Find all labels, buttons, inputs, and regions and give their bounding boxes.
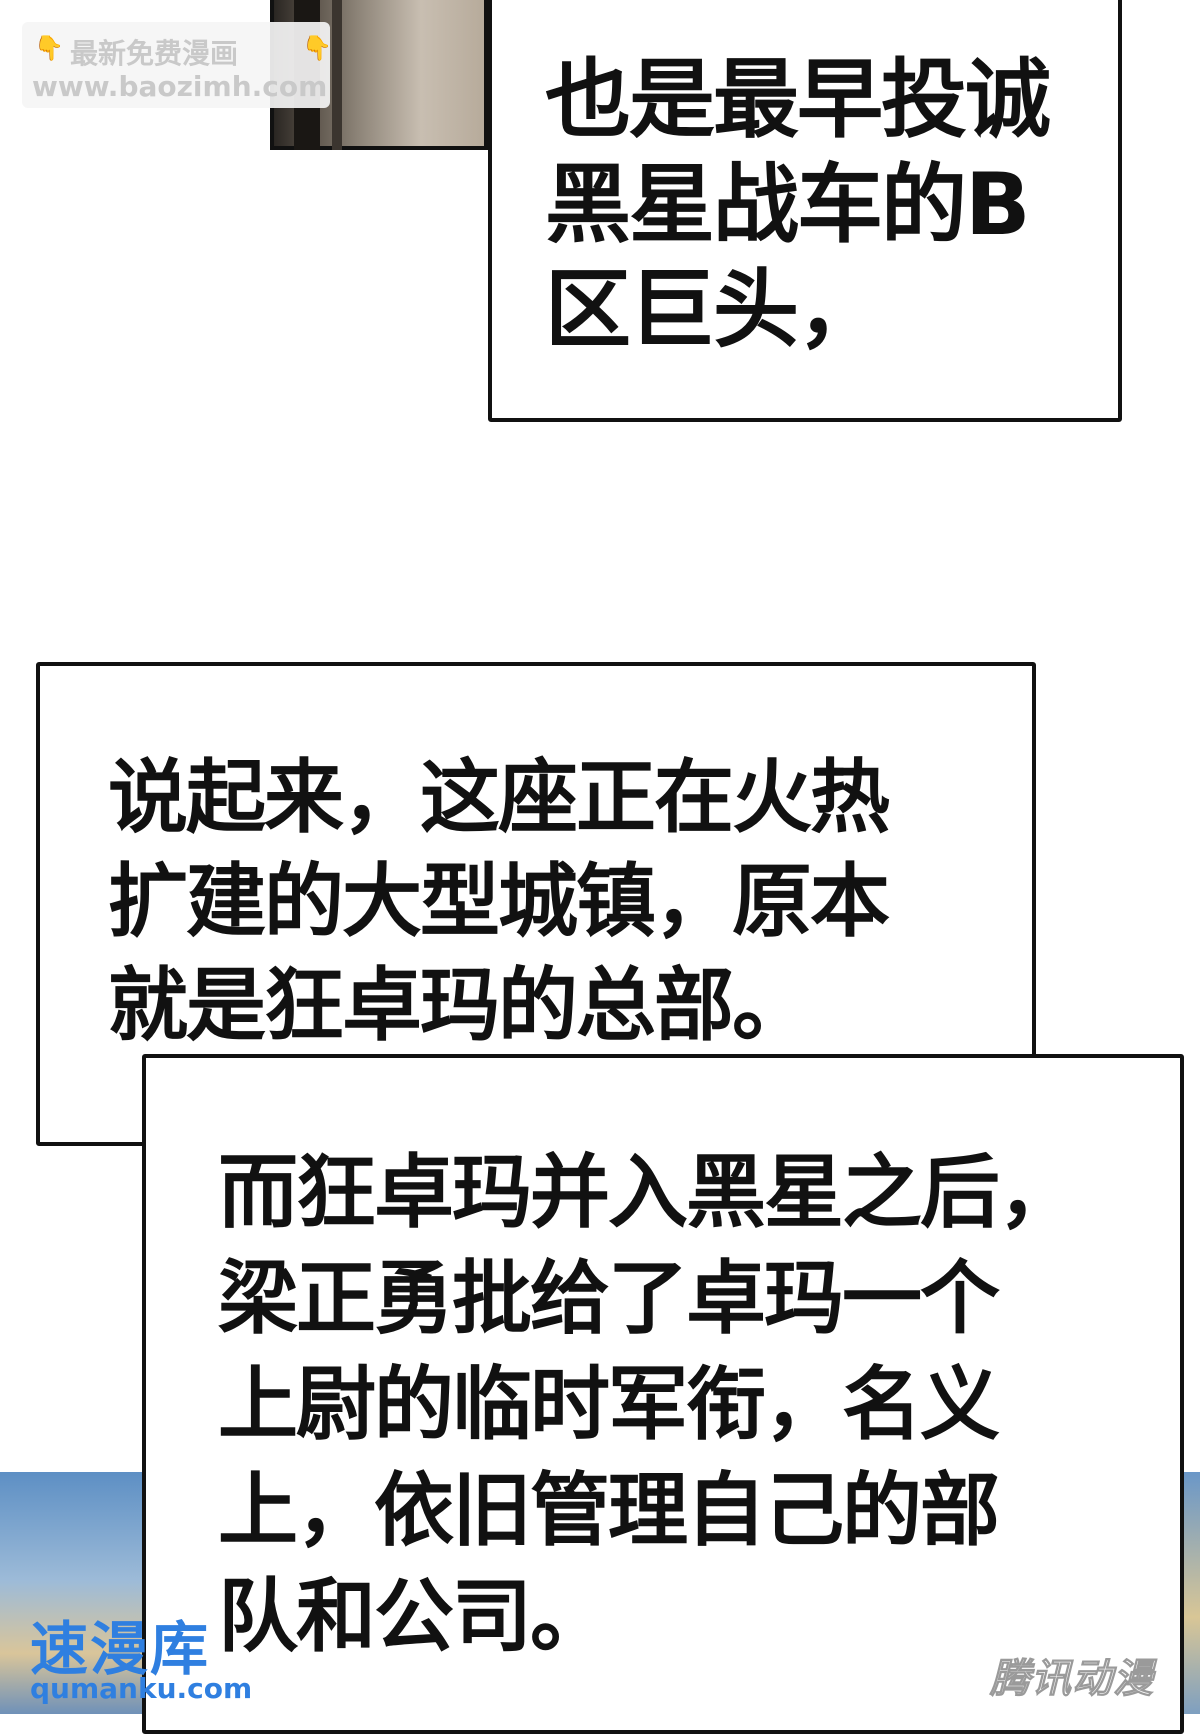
watermark-top-line1: 最新免费漫画 <box>70 37 239 70</box>
caption-box-joint <box>146 1058 1032 1158</box>
caption-box-1 <box>488 0 1122 422</box>
watermark-bottom-right: 腾讯动漫 <box>990 1656 1154 1703</box>
watermark-top: 👇 最新免费漫画 👇 www.baozimh.com <box>22 22 332 108</box>
hand-pointing-down-icon: 👇 <box>302 34 332 62</box>
panel-sky-left <box>0 1472 142 1714</box>
panel-sky-right <box>1184 1472 1200 1714</box>
hand-pointing-down-icon: 👇 <box>34 34 64 62</box>
caption-box-3-fill <box>146 1150 1180 1720</box>
watermark-bottom-left-url: qumanku.com <box>30 1672 253 1705</box>
watermark-bottom-left-title: 速漫库 <box>30 1615 211 1683</box>
watermark-top-line2: www.baozimh.com <box>32 70 328 103</box>
caption-text-3: 而狂卓玛并入黑星之后， 梁正勇批给了卓玛一个 上尉的临时军衔，名义 上，依旧管理… <box>218 1146 1078 1663</box>
panel-art-stroke <box>332 0 342 150</box>
caption-text-1: 也是最早投诚 黑星战车的B 区巨头， <box>545 50 1051 360</box>
caption-text-2: 说起来，这座正在火热 扩建的大型城镇，原本 就是狂卓玛的总部。 <box>108 751 890 1052</box>
